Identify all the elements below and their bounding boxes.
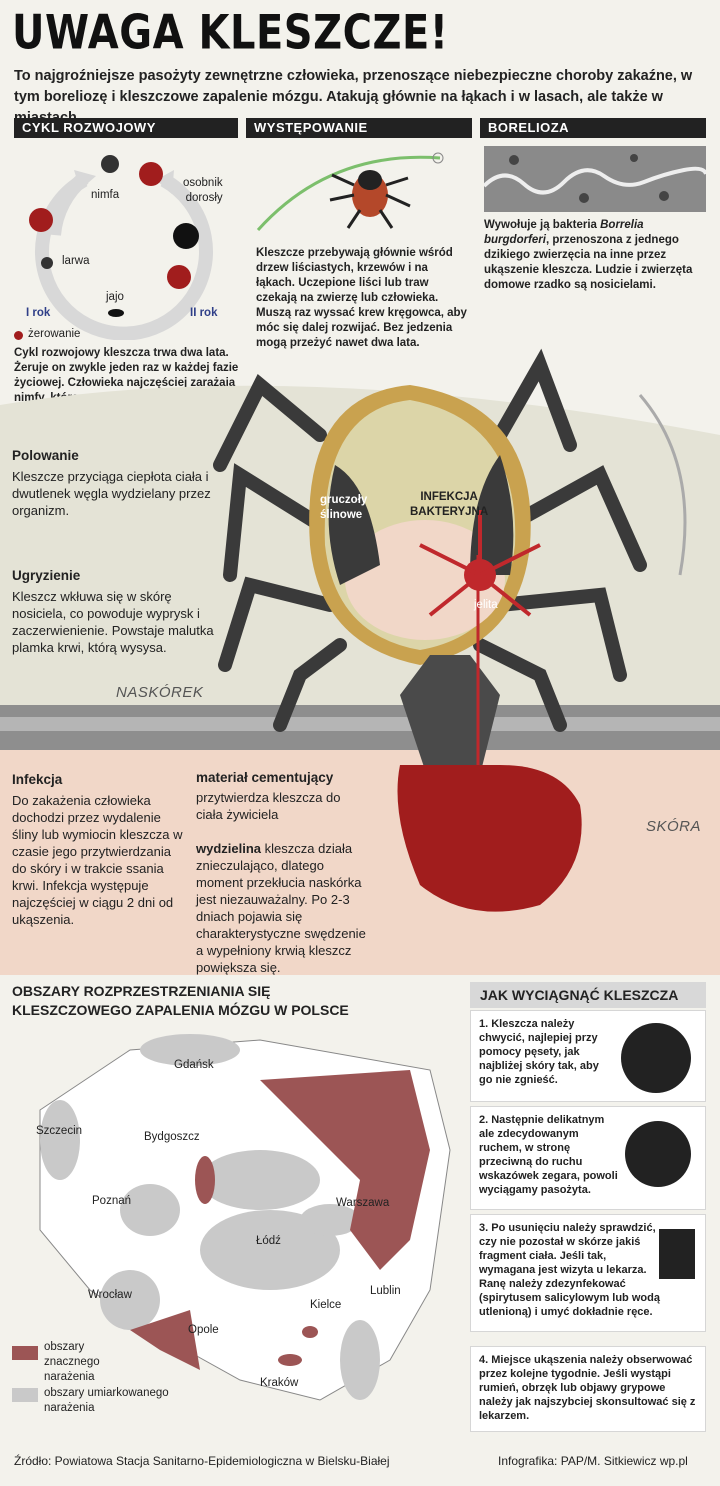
bacteria-micrograph [484, 146, 706, 212]
gruczoly-label: gruczoły ślinowe [320, 494, 368, 521]
section-header-borelioza: BORELIOZA [480, 118, 706, 138]
section-header-wystepowanie: WYSTĘPOWANIE [246, 118, 472, 138]
legend-high-swatch [12, 1346, 38, 1360]
howto-step-4: 4. Miejsce ukąszenia należy obserwować p… [470, 1346, 706, 1432]
label-i-rok: I rok [26, 307, 51, 319]
infekcja-bakteryjna-label: INFEKCJA BAKTERYJNA [410, 491, 489, 518]
city-wroclaw: Wrocław [88, 1289, 132, 1301]
howto-header-bg [470, 982, 706, 1008]
polowanie-text: Kleszcze przyciąga ciepłota ciała i dwut… [12, 469, 211, 518]
ugryzienie-text: Kleszcz wkłuwa się w skórę nosiciela, co… [12, 589, 214, 655]
label-ii-rok: II rok [190, 307, 218, 319]
material-text: przytwierdza kleszcza do ciała żywiciela [196, 790, 341, 822]
city-opole: Opole [188, 1324, 219, 1336]
material-heading: materiał cementujący [196, 770, 334, 785]
city-warszawa: Warszawa [336, 1197, 390, 1209]
label-jajo: jajo [106, 291, 124, 303]
legend-mod-label: obszary umiarkowanego narażenia [44, 1387, 169, 1414]
legend-high-label: obszary znacznego narażenia [44, 1341, 100, 1383]
footer-source: Źródło: Powiatowa Stacja Sanitarno-Epide… [14, 1454, 390, 1468]
label-larwa: larwa [62, 255, 90, 267]
map-title: OBSZARY ROZPRZESTRZENIANIA SIĘ KLESZCZOW… [12, 983, 349, 1018]
tick-on-grass-image [256, 152, 444, 232]
tick-twist-icon [625, 1121, 691, 1187]
howto-step-2: 2. Następnie delikatnym ale zdecydowanym… [470, 1106, 706, 1210]
howto-step-3: 3. Po usunięciu należy sprawdzić, czy ni… [470, 1214, 706, 1332]
skora-label: SKÓRA [646, 818, 702, 835]
faucet-icon [659, 1229, 695, 1279]
city-gdansk: Gdańsk [174, 1059, 214, 1071]
poland-map [39, 1034, 451, 1401]
bacteria-name: Borrelia burgdorferi [484, 219, 644, 246]
tick-removal-icon [621, 1023, 691, 1093]
footer-credit: Infografika: PAP/M. Sitkiewicz wp.pl [498, 1454, 688, 1468]
jelita-label: jelita [474, 599, 498, 611]
howto-step-1: 1. Kleszcza należy chwycić, najlepiej pr… [470, 1010, 706, 1102]
city-kielce: Kielce [310, 1299, 342, 1311]
label-nimfa: nimfa [91, 189, 120, 201]
polowanie-heading: Polowanie [12, 448, 79, 463]
city-bydgoszcz: Bydgoszcz [144, 1131, 200, 1143]
city-szczecin: Szczecin [36, 1125, 83, 1137]
naskorek-label: NASKÓREK [116, 684, 204, 701]
wystepowanie-text: Kleszcze przebywają głównie wśród drzew … [256, 247, 467, 349]
infekcja-heading: Infekcja [12, 772, 63, 787]
label-osobnik: osobnik dorosły [183, 177, 223, 204]
ugryzienie-heading: Ugryzienie [12, 568, 81, 583]
borelioza-text: Wywołuje ją bakteria Borrelia burgdorfer… [484, 219, 693, 291]
infekcja-text: Do zakażenia człowieka dochodzi przez wy… [12, 793, 183, 927]
section-header-cykl: CYKL ROZWOJOWY [14, 118, 238, 138]
city-lodz: Łódź [256, 1235, 281, 1247]
page-title: UWAGA KLESZCZE! [12, 6, 449, 61]
legend-zerowanie: żerowanie [28, 328, 81, 340]
legend-zerowanie-dot [14, 331, 23, 340]
city-poznan: Poznań [92, 1195, 132, 1207]
howto-header: JAK WYCIĄGNĄĆ KLESZCZA [480, 987, 679, 1003]
city-lublin: Lublin [370, 1285, 401, 1297]
city-krakow: Kraków [260, 1377, 299, 1389]
legend-mod-swatch [12, 1388, 38, 1402]
lifecycle-diagram [29, 155, 213, 340]
wydzielina-text: wydzielina kleszcza działa znieczulająco… [196, 841, 366, 975]
tick-anatomy-illustration [0, 348, 720, 975]
